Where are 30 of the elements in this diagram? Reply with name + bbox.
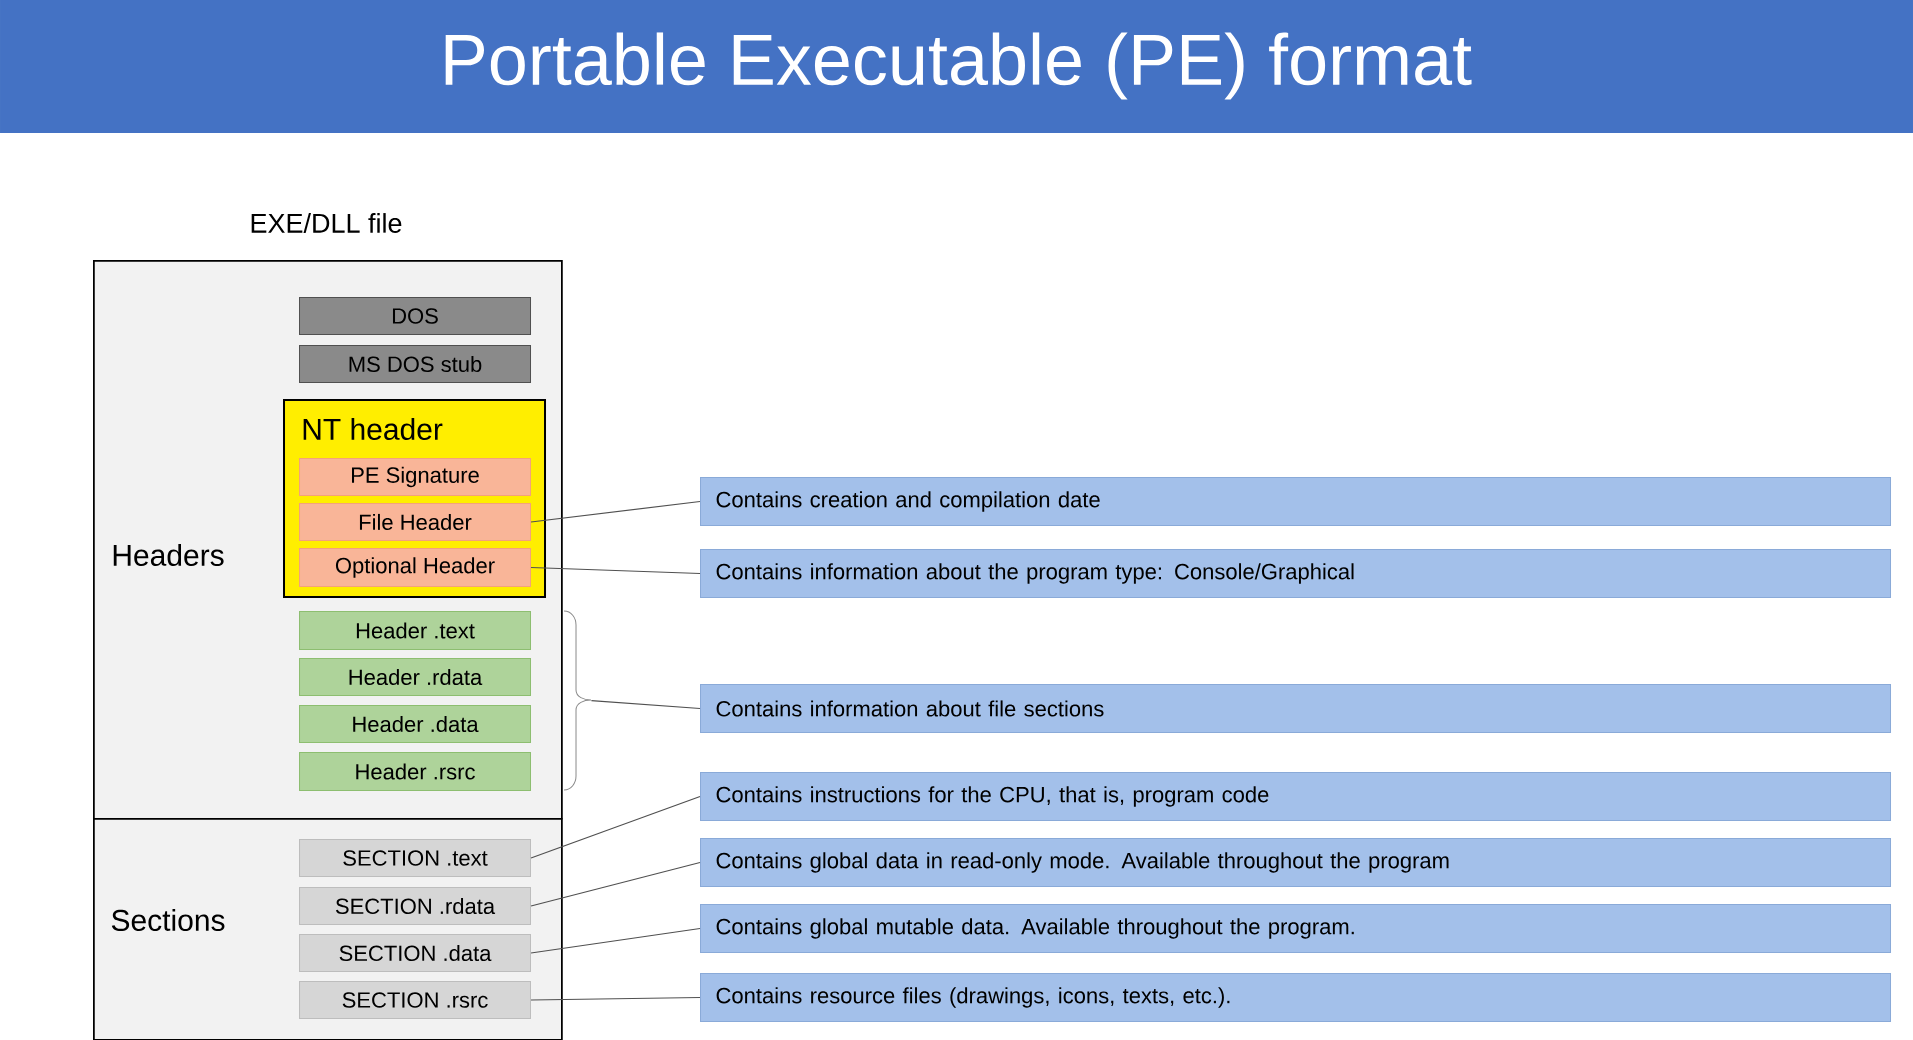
description-box: Contains creation and compilation date: [700, 477, 1891, 526]
section-box: SECTION .text: [299, 839, 531, 877]
section-box: SECTION .rdata: [299, 887, 531, 925]
leader-line: [530, 996, 701, 1001]
header-box: Header .text: [299, 611, 531, 650]
header-box: Header .rdata: [299, 658, 531, 696]
header-box: Header .data: [299, 705, 531, 743]
leader-line: [530, 566, 701, 575]
leader-line: [530, 927, 701, 954]
leader-line: [530, 861, 701, 907]
header-box: File Header: [299, 503, 531, 541]
header-box: Header .rsrc: [299, 752, 531, 791]
section-box: SECTION .rsrc: [299, 981, 531, 1019]
layer-box: DOS: [299, 297, 531, 335]
description-box: Contains global data in read-only mode. Available throughout the program: [700, 838, 1891, 887]
leader-line: [590, 700, 701, 710]
description-box: Contains global mutable data. Available throughout the program.: [700, 904, 1891, 953]
leader-line: [530, 795, 701, 859]
header-box: PE Signature: [299, 458, 531, 496]
description-box: Contains information about the program type: Console/Graphical: [700, 549, 1891, 598]
section-box: SECTION .data: [299, 934, 531, 972]
leader-line: [530, 500, 701, 523]
header-box: Optional Header: [299, 548, 531, 587]
description-box: Contains resource files (drawings, icons, texts, etc.).: [700, 973, 1891, 1022]
description-box: Contains information about file sections: [700, 684, 1891, 733]
brace: [563, 610, 592, 791]
title-banner: Portable Executable (PE) format: [0, 0, 1913, 133]
layer-box: MS DOS stub: [299, 345, 531, 383]
description-box: Contains instructions for the CPU, that is, program code: [700, 772, 1891, 821]
node-label: EXE/DLL file: [251, 213, 402, 233]
